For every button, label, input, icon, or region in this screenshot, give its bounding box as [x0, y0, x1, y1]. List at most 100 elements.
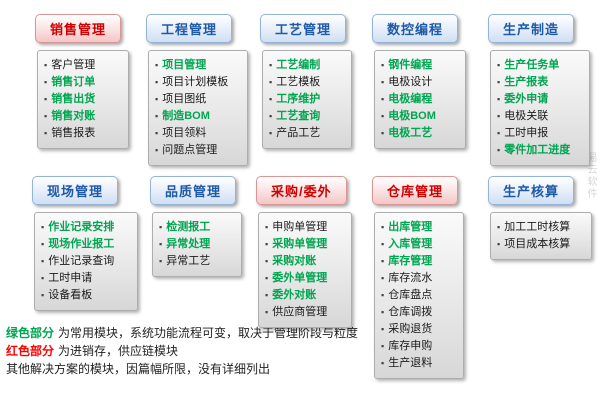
- module-items-panel: ▪检测报工▪异常处理▪异常工艺: [152, 212, 242, 277]
- module-sales: 销售管理▪客户管理▪销售订单▪销售出货▪销售对账▪销售报表: [35, 14, 129, 149]
- module-items-panel: ▪作业记录安排▪现场作业报工▪作业记录查询▪工时申请▪设备看板: [34, 212, 138, 311]
- module-item: ▪仓库调拨: [381, 304, 457, 321]
- square-bullet-icon: ▪: [41, 222, 45, 232]
- square-bullet-icon: ▪: [265, 239, 269, 249]
- module-item: ▪加工工时核算: [497, 219, 585, 236]
- module-item: ▪库存管理: [381, 253, 457, 270]
- square-bullet-icon: ▪: [265, 307, 269, 317]
- legend-line-other: 其他解决方案的模块，因篇幅所限，没有详细列出: [6, 360, 358, 378]
- square-bullet-icon: ▪: [159, 256, 163, 266]
- square-bullet-icon: ▪: [269, 60, 273, 70]
- square-bullet-icon: ▪: [265, 290, 269, 300]
- module-purchase: 采购/委外▪申购单管理▪采购单管理▪采购对账▪委外单管理▪委外对账▪供应商管理: [256, 176, 352, 328]
- square-bullet-icon: ▪: [44, 60, 48, 70]
- module-title-sales: 销售管理: [35, 14, 122, 43]
- module-item-label: 入库管理: [388, 238, 433, 250]
- legend-green-label: 绿色部分: [6, 326, 55, 340]
- module-item-label: 工序维护: [276, 93, 321, 105]
- module-item-label: 工艺编制: [276, 59, 321, 71]
- module-item-label: 库存申购: [388, 340, 433, 352]
- square-bullet-icon: ▪: [381, 222, 385, 232]
- module-item-label: 工艺模板: [276, 76, 321, 88]
- legend-line-green: 绿色部分为常用模块，系统功能流程可变，取决于管理阶段与粒度: [6, 324, 358, 342]
- module-title-nc: 数控编程: [372, 14, 459, 43]
- square-bullet-icon: ▪: [381, 94, 385, 104]
- module-item: ▪项目管理: [155, 57, 241, 74]
- module-accounting: 生产核算▪加工工时核算▪项目成本核算: [488, 176, 592, 260]
- module-item-label: 客户管理: [51, 59, 96, 71]
- module-item-label: 产品工艺: [276, 127, 321, 139]
- module-title-warehouse: 仓库管理: [372, 176, 459, 205]
- module-item-label: 生产报表: [504, 76, 549, 88]
- module-item-label: 作业记录安排: [48, 221, 115, 233]
- module-item: ▪项目成本核算: [497, 236, 585, 253]
- module-item: ▪钢件编程: [381, 57, 459, 74]
- module-item: ▪供应商管理: [265, 304, 345, 321]
- module-item: ▪电极关联: [497, 108, 583, 125]
- module-item: ▪电极编程: [381, 91, 459, 108]
- square-bullet-icon: ▪: [269, 77, 273, 87]
- square-bullet-icon: ▪: [381, 239, 385, 249]
- module-item: ▪申购单管理: [265, 219, 345, 236]
- square-bullet-icon: ▪: [497, 60, 501, 70]
- module-item: ▪库存申购: [381, 338, 457, 355]
- module-item-label: 电极编程: [388, 93, 433, 105]
- legend-other-text: 其他解决方案的模块，因篇幅所限，没有详细列出: [6, 362, 271, 376]
- module-item-label: 销售报表: [51, 127, 96, 139]
- module-item: ▪销售出货: [44, 91, 122, 108]
- module-item: ▪销售订单: [44, 74, 122, 91]
- module-title-production: 生产制造: [488, 14, 575, 43]
- module-item-label: 采购单管理: [272, 238, 328, 250]
- square-bullet-icon: ▪: [44, 111, 48, 121]
- square-bullet-icon: ▪: [155, 128, 159, 138]
- module-engineering: 工程管理▪项目管理▪项目计划模板▪项目图纸▪制造BOM▪项目领料▪问题点管理: [146, 14, 248, 166]
- square-bullet-icon: ▪: [265, 222, 269, 232]
- module-item-label: 设备看板: [48, 289, 93, 301]
- module-item: ▪产品工艺: [269, 125, 345, 142]
- square-bullet-icon: ▪: [381, 273, 385, 283]
- module-item-label: 销售对账: [51, 110, 96, 122]
- module-item-label: 库存管理: [388, 255, 433, 267]
- square-bullet-icon: ▪: [381, 111, 385, 121]
- module-item: ▪委外对账: [265, 287, 345, 304]
- module-item: ▪问题点管理: [155, 142, 241, 159]
- module-item: ▪项目图纸: [155, 91, 241, 108]
- module-item: ▪销售报表: [44, 125, 122, 142]
- module-item-label: 仓库调拨: [388, 306, 433, 318]
- module-item-label: 委外单管理: [272, 272, 328, 284]
- square-bullet-icon: ▪: [41, 239, 45, 249]
- module-item-label: 电极关联: [504, 110, 549, 122]
- module-item: ▪项目计划模板: [155, 74, 241, 91]
- square-bullet-icon: ▪: [497, 77, 501, 87]
- module-item-label: 供应商管理: [272, 306, 328, 318]
- module-shopfloor: 现场管理▪作业记录安排▪现场作业报工▪作业记录查询▪工时申请▪设备看板: [32, 176, 138, 311]
- module-item-label: 委外对账: [272, 289, 317, 301]
- square-bullet-icon: ▪: [265, 273, 269, 283]
- square-bullet-icon: ▪: [41, 273, 45, 283]
- module-item-label: 采购退货: [388, 323, 433, 335]
- module-item-label: 零件加工进度: [504, 144, 571, 156]
- square-bullet-icon: ▪: [497, 111, 501, 121]
- module-item: ▪工艺查询: [269, 108, 345, 125]
- module-item: ▪工艺编制: [269, 57, 345, 74]
- module-items-panel: ▪加工工时核算▪项目成本核算: [490, 212, 592, 260]
- module-item: ▪项目领料: [155, 125, 241, 142]
- square-bullet-icon: ▪: [381, 256, 385, 266]
- module-item-label: 问题点管理: [162, 144, 218, 156]
- square-bullet-icon: ▪: [497, 128, 501, 138]
- square-bullet-icon: ▪: [497, 222, 501, 232]
- square-bullet-icon: ▪: [44, 128, 48, 138]
- square-bullet-icon: ▪: [269, 111, 273, 121]
- module-item: ▪现场作业报工: [41, 236, 131, 253]
- module-item-label: 异常处理: [166, 238, 211, 250]
- module-item: ▪生产报表: [497, 74, 583, 91]
- module-item: ▪异常工艺: [159, 253, 235, 270]
- module-production: 生产制造▪生产任务单▪生产报表▪委外申请▪电极关联▪工时申报▪零件加工进度: [488, 14, 590, 166]
- module-items-panel: ▪工艺编制▪工艺模板▪工序维护▪工艺查询▪产品工艺: [262, 50, 352, 149]
- module-item-label: 检测报工: [166, 221, 211, 233]
- module-item: ▪委外单管理: [265, 270, 345, 287]
- module-item-label: 工时申请: [48, 272, 93, 284]
- module-item: ▪工时申报: [497, 125, 583, 142]
- module-item-label: 库存流水: [388, 272, 433, 284]
